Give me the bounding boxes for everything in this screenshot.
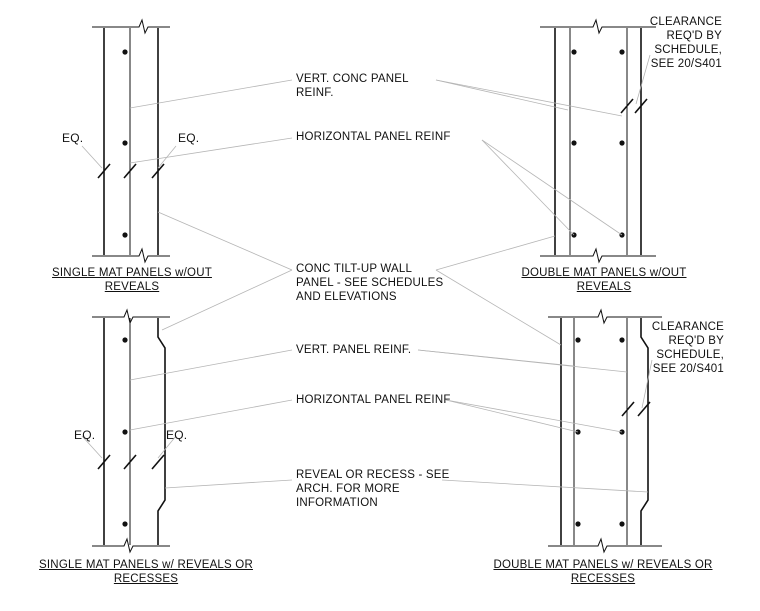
double-mat-no-reveals-panel <box>540 18 656 264</box>
eq-label-right-bottom: EQ. <box>166 428 188 442</box>
vert-panel-reinf-note: VERT. PANEL REINF. <box>296 344 412 356</box>
clearance-note-top: CLEARANCE REQ'D BY SCHEDULE, SEE 20/S401 <box>649 16 722 70</box>
caption-single-mat-with-reveals: SINGLE MAT PANELS w/ REVEALS OR RECESSES <box>39 559 253 585</box>
horizontal-panel-reinf-note-top: HORIZONTAL PANEL REINF <box>296 131 451 143</box>
eq-label-right-top: EQ. <box>178 131 200 145</box>
reveal-or-recess-note: REVEAL OR RECESS - SEE ARCH. FOR MORE IN… <box>296 469 450 509</box>
single-mat-no-reveals-panel <box>81 18 177 264</box>
clearance-note-bottom: CLEARANCE REQ'D BY SCHEDULE, SEE 20/S401 <box>651 321 724 375</box>
eq-label-left-bottom: EQ. <box>74 428 96 442</box>
eq-label-left-top: EQ. <box>62 131 84 145</box>
single-mat-with-reveals-panel <box>81 308 177 554</box>
leader-lines <box>129 79 649 493</box>
vert-conc-panel-reinf-note: VERT. CONC PANEL REINF. <box>296 73 409 99</box>
horizontal-panel-reinf-note-bottom: HORIZONTAL PANEL REINF <box>296 394 451 406</box>
conc-tilt-up-wall-panel-note: CONC TILT-UP WALL PANEL - SEE SCHEDULES … <box>296 263 444 303</box>
double-mat-with-reveals-panel <box>548 308 662 554</box>
caption-double-mat-with-reveals: DOUBLE MAT PANELS w/ REVEALS OR RECESSES <box>493 559 713 585</box>
caption-double-mat-no-reveals: DOUBLE MAT PANELS w/OUT REVEALS <box>521 267 687 293</box>
caption-single-mat-no-reveals: SINGLE MAT PANELS w/OUT REVEALS <box>52 267 212 293</box>
